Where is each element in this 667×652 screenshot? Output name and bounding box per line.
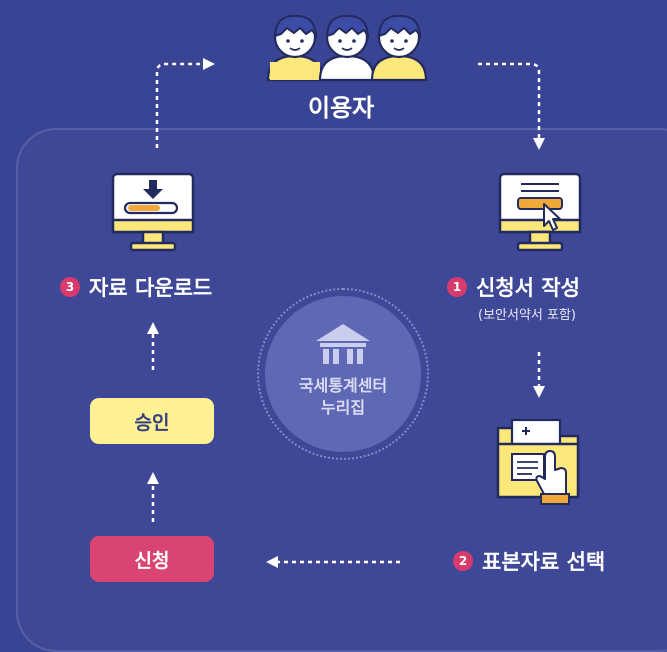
user-group-icon [266, 14, 428, 82]
approval-status: 승인 [90, 398, 214, 444]
arrow-icon [147, 58, 545, 568]
folder-select-icon [496, 418, 580, 505]
download-monitor-icon [111, 172, 195, 252]
arrow-user-to-form [478, 62, 541, 140]
arrow-download-to-user [155, 62, 204, 148]
center-title-line1: 국세통계센터 [298, 376, 388, 395]
step-download-label: 자료 다운로드 [89, 276, 213, 300]
user-label: 이용자 [308, 94, 375, 122]
step-badge-3: 3 [60, 277, 80, 297]
flow-arrows [147, 58, 545, 568]
center-title-line2: 누리집 [320, 398, 366, 417]
step-badge-1: 1 [447, 277, 467, 297]
step-download: 3 자료 다운로드 [60, 272, 212, 302]
request-status: 신청 [90, 536, 214, 582]
step-apply-form-note: (보안서약서 포함) [478, 308, 576, 323]
step-apply-form-label: 신청서 작성 [476, 276, 580, 300]
form-monitor-icon [498, 172, 582, 252]
step-apply-form: 1 신청서 작성 [447, 272, 580, 302]
building-icon [316, 324, 370, 364]
workflow-diagram: 국세통계센터 누리집 이용자 [16, 14, 667, 652]
step-badge-2: 2 [453, 551, 473, 571]
step-sample-select: 2 표본자료 선택 [453, 546, 605, 576]
center-circle [257, 288, 429, 460]
step-sample-select-label: 표본자료 선택 [482, 550, 606, 574]
